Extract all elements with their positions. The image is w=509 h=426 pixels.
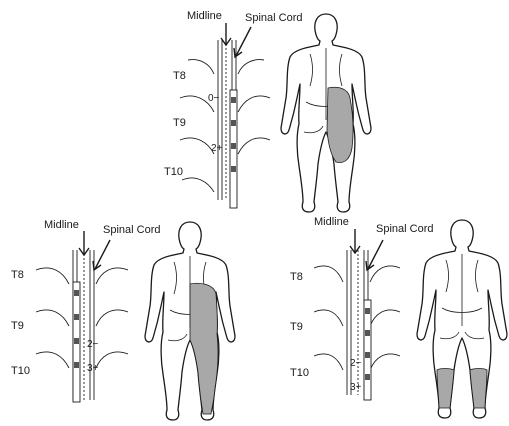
contact-cathode: 2−	[87, 339, 99, 350]
level-t10: T10	[11, 365, 30, 377]
paresthesia-area-left-calf	[437, 369, 454, 409]
body-figure	[281, 14, 371, 212]
spine-outline	[314, 250, 400, 395]
paresthesia-area-right-calf	[470, 369, 487, 409]
spinal-cord-arrow	[366, 240, 383, 270]
spinal-cord-label: Spinal Cord	[245, 12, 302, 24]
body-figure	[417, 220, 507, 418]
spinal-cord-label: Spinal Cord	[376, 223, 433, 235]
midline-arrow	[350, 229, 360, 253]
panel-bottom-right: Midline Spinal Cord	[290, 216, 507, 418]
level-t9: T9	[11, 320, 24, 332]
electrode-lead	[364, 300, 371, 400]
midline-label: Midline	[314, 216, 349, 228]
spinal-cord-arrow	[234, 27, 251, 57]
paresthesia-area	[327, 87, 353, 162]
panel-top: Midline Spinal Cord	[164, 10, 371, 212]
level-t10: T10	[164, 166, 183, 178]
contact-cathode: 0−	[208, 93, 220, 104]
electrode-lead	[230, 90, 237, 208]
level-t8: T8	[11, 269, 24, 281]
contact-anode: 3+	[350, 382, 362, 393]
contact-anode: 2+	[211, 143, 223, 154]
body-figure	[145, 222, 235, 420]
spinal-cord-arrow	[93, 240, 110, 270]
spine-outline	[180, 40, 270, 200]
level-t9: T9	[290, 321, 303, 333]
paresthesia-area	[190, 283, 218, 414]
panel-bottom-left: Midline Spinal Cord	[11, 219, 235, 420]
level-t8: T8	[173, 70, 186, 82]
contact-anode: 3+	[87, 363, 99, 374]
spine-outline	[36, 250, 128, 400]
midline-label: Midline	[44, 219, 79, 231]
level-t8: T8	[290, 271, 303, 283]
contact-cathode: 2−	[350, 358, 362, 369]
level-t10: T10	[290, 367, 309, 379]
spinal-cord-label: Spinal Cord	[103, 224, 160, 236]
level-t9: T9	[173, 117, 186, 129]
midline-label: Midline	[187, 10, 222, 22]
electrode-lead	[73, 282, 80, 402]
